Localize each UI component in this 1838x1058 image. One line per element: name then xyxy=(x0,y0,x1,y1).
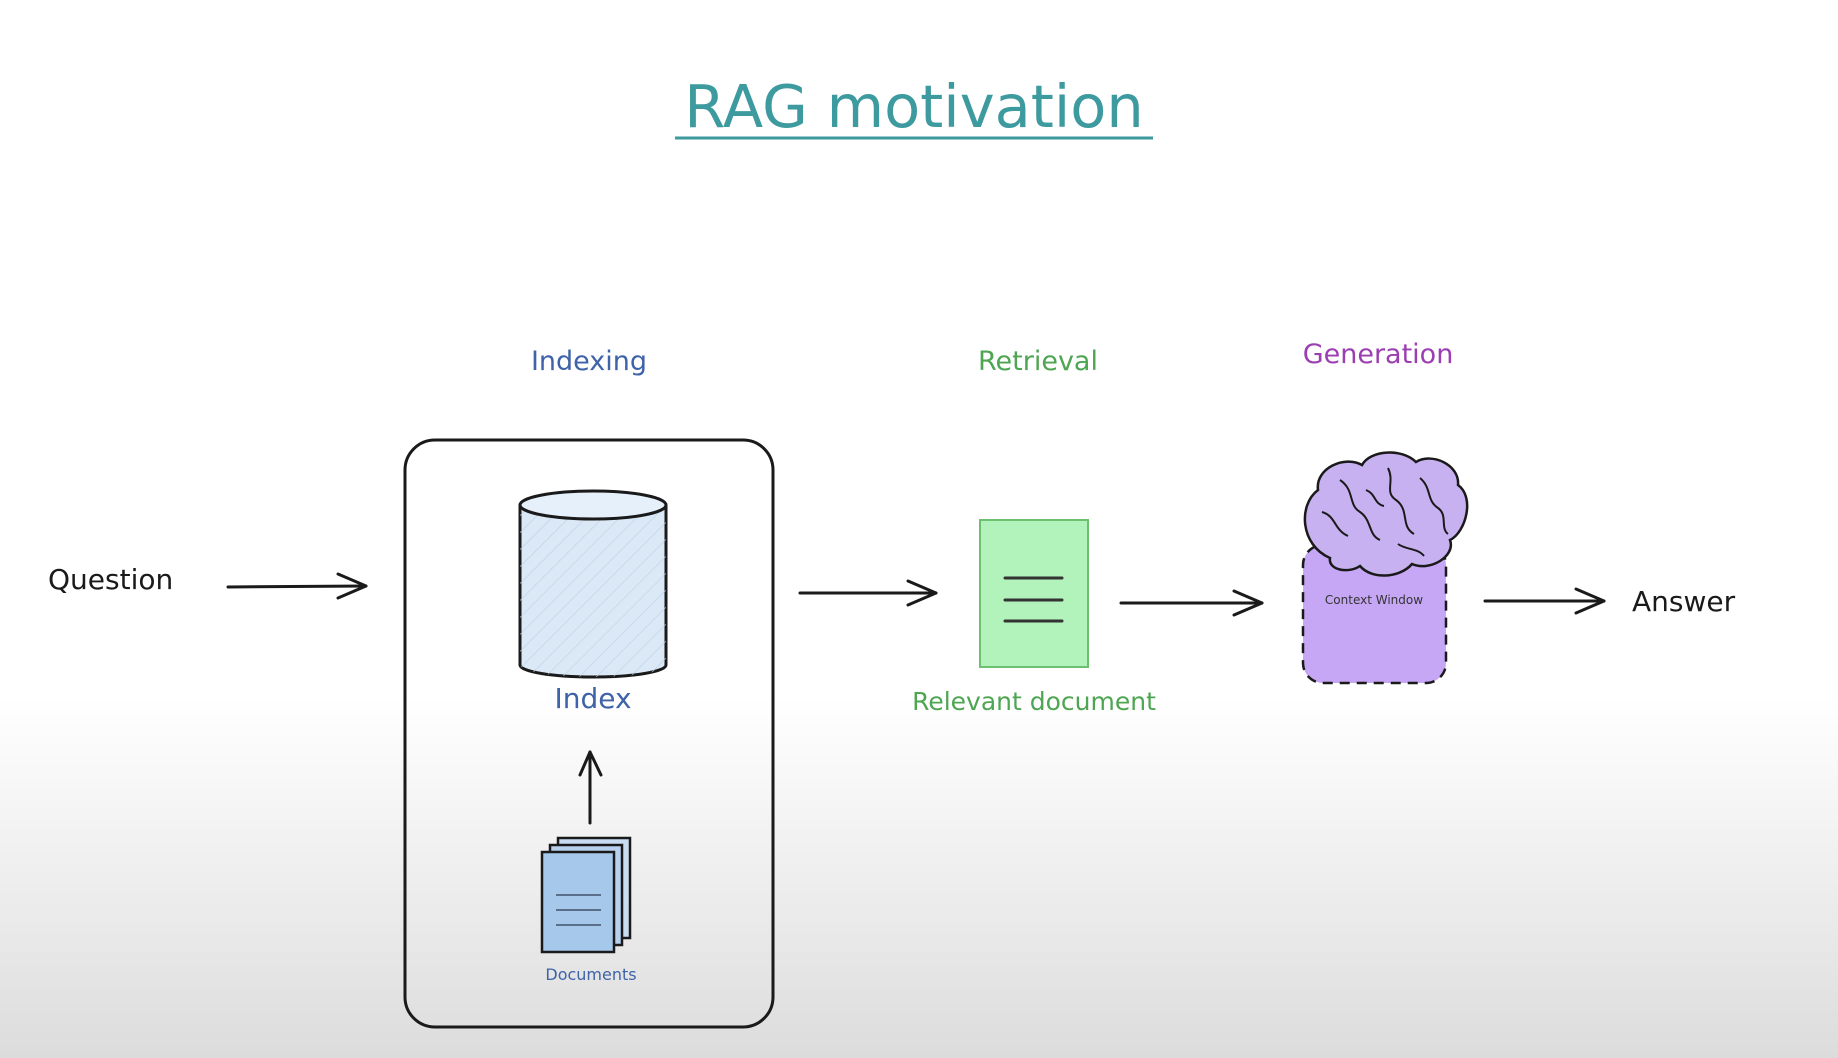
arrow-index-to-retrieval xyxy=(798,579,938,607)
stage-label-indexing: Indexing xyxy=(531,346,647,377)
relevant-document-icon xyxy=(979,519,1089,668)
arrow-question-to-indexing xyxy=(226,572,368,600)
context-window-label: Context Window xyxy=(1325,593,1423,607)
index-label: Index xyxy=(554,682,631,715)
stage-label-generation: Generation xyxy=(1303,339,1454,370)
relevant-document-label: Relevant document xyxy=(912,687,1156,716)
documents-label: Documents xyxy=(545,965,636,984)
index-cylinder-icon xyxy=(518,489,668,679)
indexing-container xyxy=(403,438,775,1029)
documents-stack-icon xyxy=(540,836,632,954)
brain-icon xyxy=(1303,451,1469,577)
diagram-title: RAG motivation xyxy=(684,72,1144,141)
arrow-generation-to-answer xyxy=(1483,587,1606,615)
stage-label-retrieval: Retrieval xyxy=(978,346,1098,377)
question-label: Question xyxy=(48,563,173,596)
arrow-retrieval-to-generation xyxy=(1119,589,1264,617)
arrow-documents-to-index xyxy=(578,750,603,825)
title-group: RAG motivation xyxy=(675,72,1153,141)
answer-label: Answer xyxy=(1632,585,1736,618)
